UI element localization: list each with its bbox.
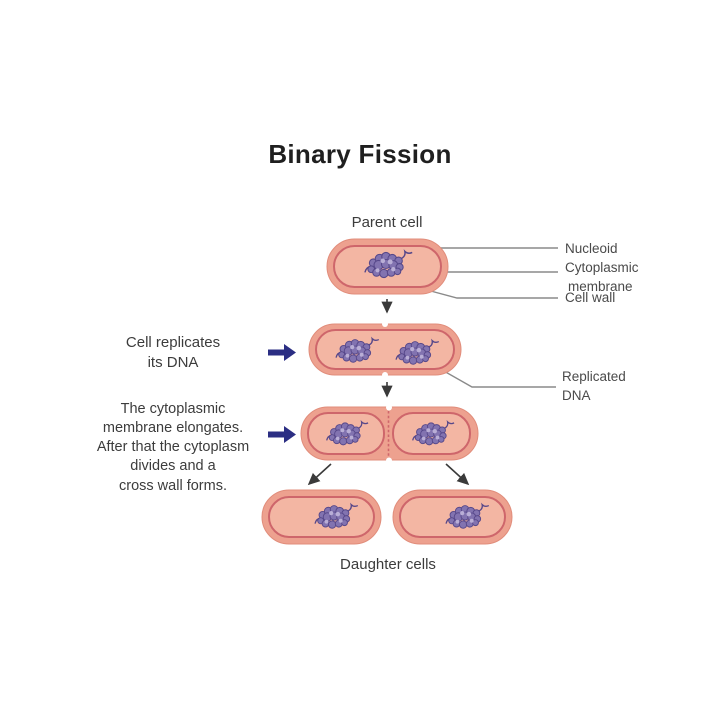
split-arrow-right <box>445 463 470 486</box>
top-notch <box>386 404 392 411</box>
daughter-cell-right <box>392 489 513 545</box>
replicated-dna-callout-label: Replicated DNA <box>562 369 626 404</box>
replicating-cell <box>308 321 462 378</box>
step2-description: The cytoplasmic membrane elongates. Afte… <box>74 400 272 496</box>
daughter-cells-label: Daughter cells <box>340 556 436 573</box>
page-title: Binary Fission <box>268 139 452 169</box>
membrane-label-line: Cytoplasmic <box>565 260 639 275</box>
step2-line: After that the cytoplasm <box>96 439 250 456</box>
replicated-dna-line: DNA <box>562 387 591 403</box>
step1-line: Cell replicates <box>125 334 221 351</box>
membrane-label-line: membrane <box>568 278 633 294</box>
split-arrow-left <box>307 463 332 486</box>
replicated-dna-line: Replicated <box>562 369 626 384</box>
top-notch <box>382 321 388 327</box>
parent-cell-label: Parent cell <box>351 214 423 231</box>
step-arrow-icon-2 <box>268 426 296 443</box>
step-arrow-icon-1 <box>268 344 296 361</box>
dividing-cell <box>300 404 479 464</box>
step1-description: Cell replicates its DNA <box>88 333 258 373</box>
step2-line: cross wall forms. <box>119 477 227 494</box>
cytoplasmic-membrane-callout-label: Cytoplasmic membrane <box>565 260 639 295</box>
cell-wall-callout-label: Cell wall <box>565 290 616 305</box>
bottom-notch <box>382 372 388 378</box>
step2-line: The cytoplasmic <box>120 401 226 417</box>
daughter-cell-left <box>261 489 382 545</box>
nucleoid-callout-label: Nucleoid <box>565 241 618 256</box>
step2-line: membrane elongates. <box>102 420 244 437</box>
step2-line: divides and a <box>130 458 216 475</box>
parent-cell <box>326 238 449 295</box>
replicating-cell-membrane <box>315 329 455 370</box>
bottom-notch <box>386 457 392 464</box>
step1-line: its DNA <box>147 353 199 371</box>
